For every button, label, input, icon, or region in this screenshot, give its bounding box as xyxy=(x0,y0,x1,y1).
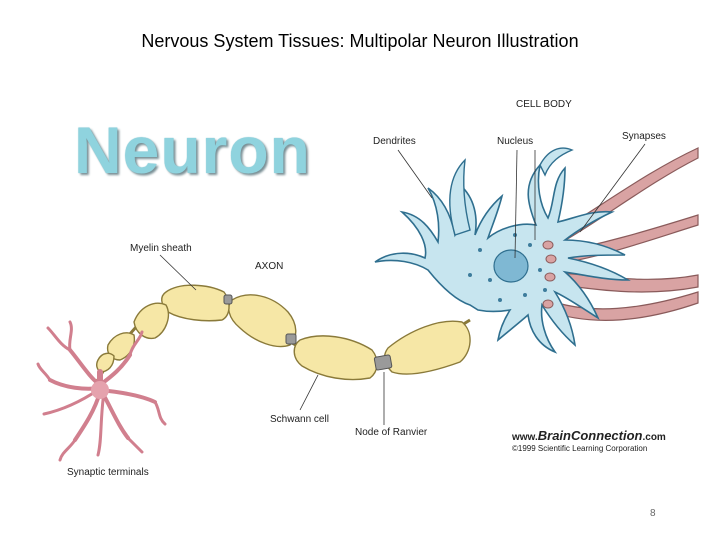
credit-site-suffix: .com xyxy=(642,432,666,443)
nucleus xyxy=(493,249,529,283)
terminal-hub xyxy=(91,381,109,399)
label-synaptic-terminals: Synaptic terminals xyxy=(67,467,149,478)
slide-title: Nervous System Tissues: Multipolar Neuro… xyxy=(141,31,579,51)
nodes-of-ranvier xyxy=(223,294,393,371)
label-node-of-ranvier: Node of Ranvier xyxy=(355,427,428,438)
organelles xyxy=(468,233,547,302)
credit-site: www.BrainConnection.com xyxy=(512,428,666,443)
axon xyxy=(93,284,471,386)
label-nucleus: Nucleus xyxy=(497,136,534,147)
neuron-heading: Neuron xyxy=(74,113,311,187)
credit-copyright: ©1999 Scientific Learning Corporation xyxy=(512,444,648,453)
label-cell-body: CELL BODY xyxy=(516,99,572,110)
cell-body xyxy=(374,147,631,354)
credit-site-prefix: www. xyxy=(512,432,538,443)
myelin-sheath-segments xyxy=(95,284,471,381)
label-schwann-cell: Schwann cell xyxy=(270,414,329,425)
leader-lines xyxy=(159,143,646,425)
page-number: 8 xyxy=(650,508,656,519)
credit-block: www.BrainConnection.com ©1999 Scientific… xyxy=(512,428,666,453)
label-axon: AXON xyxy=(255,261,284,272)
label-synapses: Synapses xyxy=(622,131,666,142)
label-myelin-sheath: Myelin sheath xyxy=(130,243,192,254)
label-dendrites: Dendrites xyxy=(373,136,416,147)
credit-site-brand: BrainConnection xyxy=(537,428,643,443)
synapse-bulbs xyxy=(542,240,557,309)
